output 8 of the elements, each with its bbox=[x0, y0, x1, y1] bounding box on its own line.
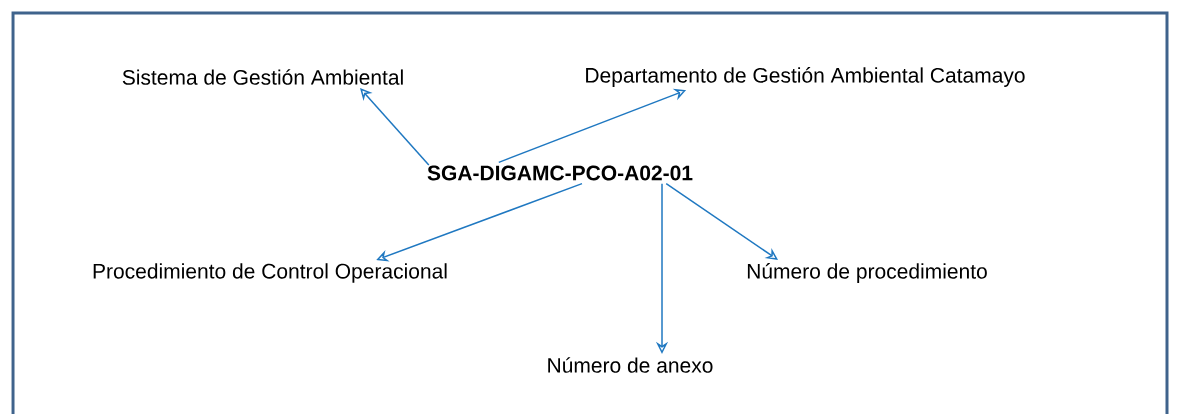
code-label: SGA-DIGAMC-PCO-A02-01 bbox=[427, 165, 693, 181]
arrow bbox=[665, 182, 778, 260]
text-label: Sistema de Gestión Ambiental bbox=[122, 69, 403, 85]
text-label: Departamento de Gestión Ambiental Catamayo bbox=[586, 67, 1025, 87]
arrow bbox=[360, 88, 430, 166]
text-label: Número de anexo bbox=[548, 357, 713, 373]
text-label: Número de procedimiento bbox=[747, 263, 987, 283]
text-label: Procedimiento de Control Operacional bbox=[93, 263, 447, 283]
